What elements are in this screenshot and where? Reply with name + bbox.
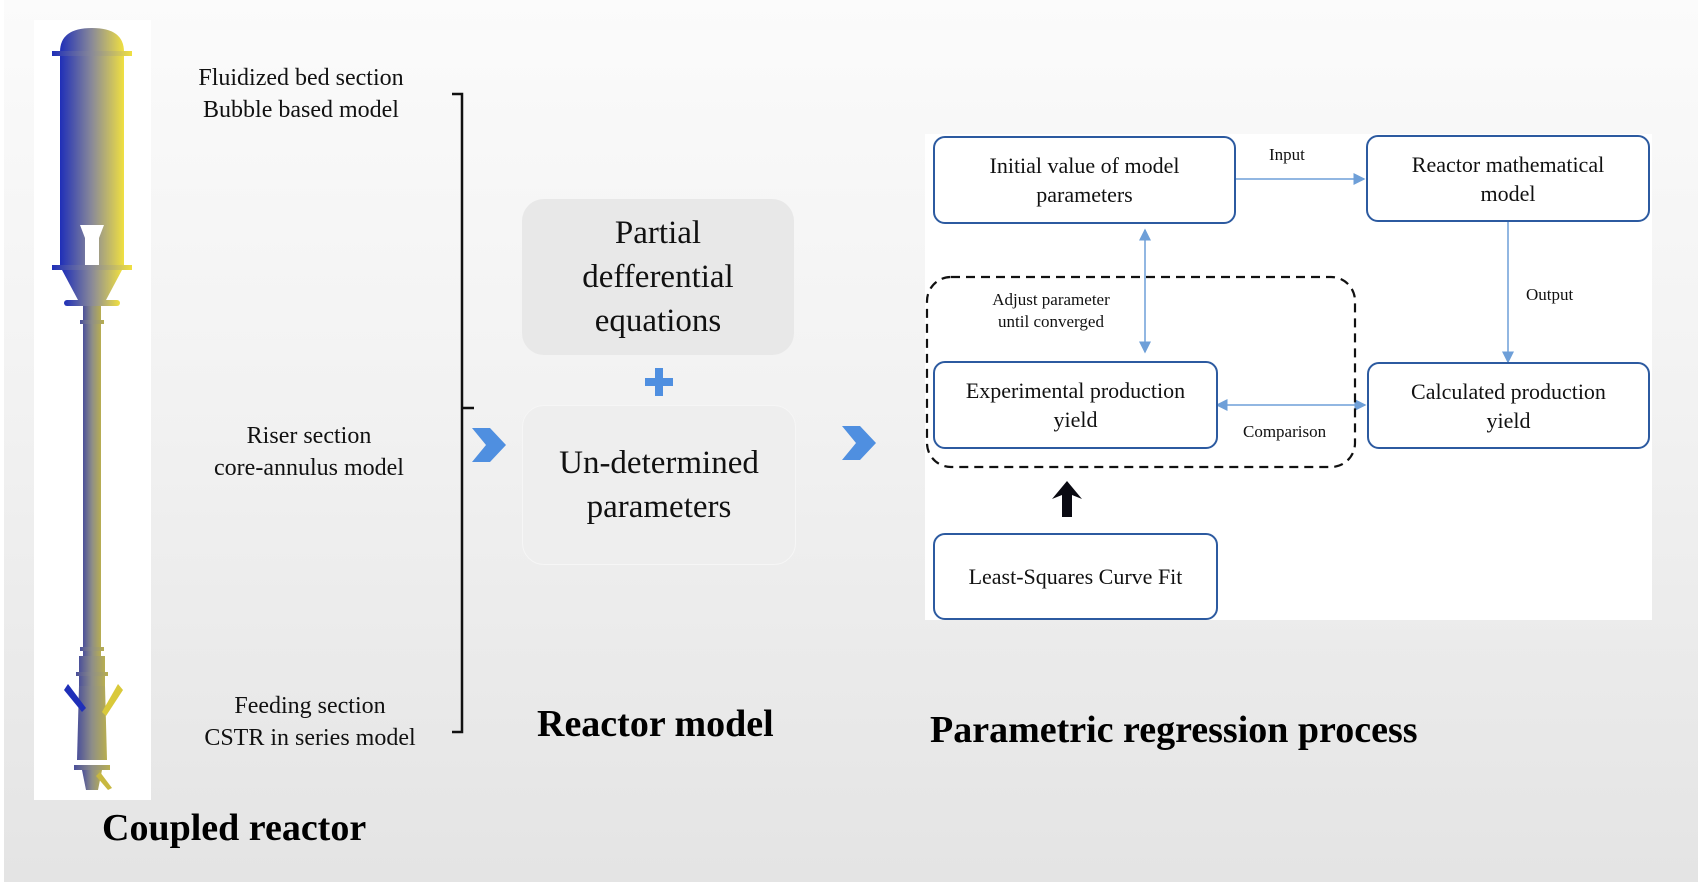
flowchart-connectors: [925, 173, 1514, 469]
figure-canvas: Coupled reactor Fluidized bed section Bu…: [4, 0, 1698, 882]
plus-icon: [645, 368, 673, 396]
initial-parameters-box: Initial value of model parameters: [933, 136, 1236, 224]
arrow-to-regression-icon: [842, 426, 876, 460]
undetermined-line2: parameters: [586, 489, 732, 525]
output-label: Output: [1526, 285, 1574, 304]
experimental-yield-box: Experimental production yield: [933, 361, 1218, 449]
undetermined-line1: Un-determined: [559, 445, 759, 481]
pde-line3: equations: [594, 303, 722, 339]
fluidized-bed-label: Fluidized bed section Bubble based model: [176, 62, 426, 126]
adjust-line2: until converged: [998, 312, 1104, 331]
initial-line2: parameters: [1036, 182, 1133, 207]
calculated-yield-box: Calculated production yield: [1367, 362, 1650, 449]
fluidized-bed-line2: Bubble based model: [203, 97, 399, 123]
section-bracket: [452, 92, 474, 734]
pde-line1: Partial: [614, 215, 702, 251]
reactor-model-caption: Reactor model: [537, 703, 774, 745]
comparison-label: Comparison: [1243, 422, 1327, 441]
input-label: Input: [1269, 145, 1305, 164]
experimental-line1: Experimental production: [965, 378, 1186, 403]
regression-flowchart: Initial value of model parameters Reacto…: [925, 134, 1652, 620]
adjust-line1: Adjust parameter: [992, 290, 1110, 309]
experimental-line2: yield: [1053, 407, 1098, 432]
reactor-image: [34, 20, 151, 800]
pde-box: Partial defferential equations: [522, 199, 794, 355]
riser-line1: Riser section: [246, 423, 372, 449]
least-squares-box: Least-Squares Curve Fit: [933, 533, 1218, 620]
coupled-reactor-caption: Coupled reactor: [102, 807, 367, 849]
adjust-label: Adjust parameter until converged: [985, 289, 1117, 333]
reactor-math-line1: Reactor mathematical: [1411, 151, 1605, 177]
riser-line2: core-annulus model: [214, 455, 404, 481]
arrow-to-reactor-model-icon: [472, 428, 506, 462]
up-arrow-icon: [1052, 481, 1082, 517]
feeding-label: Feeding section CSTR in series model: [180, 690, 440, 754]
regression-caption: Parametric regression process: [930, 709, 1418, 751]
pde-line2: defferential: [582, 259, 734, 295]
feeding-line2: CSTR in series model: [204, 725, 416, 751]
fluidized-bed-line1: Fluidized bed section: [198, 65, 404, 91]
initial-line1: Initial value of model: [989, 153, 1180, 178]
reactor-math-model-box: Reactor mathematical model: [1366, 135, 1650, 222]
calculated-line1: Calculated production: [1411, 378, 1606, 404]
riser-label: Riser section core-annulus model: [184, 420, 434, 484]
undetermined-parameters-box: Un-determined parameters: [522, 405, 796, 565]
feeding-line1: Feeding section: [234, 693, 386, 719]
least-squares-text: Least-Squares Curve Fit: [968, 564, 1183, 589]
reactor-math-line2: model: [1480, 180, 1536, 206]
reactor-drawing: [52, 28, 132, 790]
calculated-line2: yield: [1486, 407, 1531, 433]
